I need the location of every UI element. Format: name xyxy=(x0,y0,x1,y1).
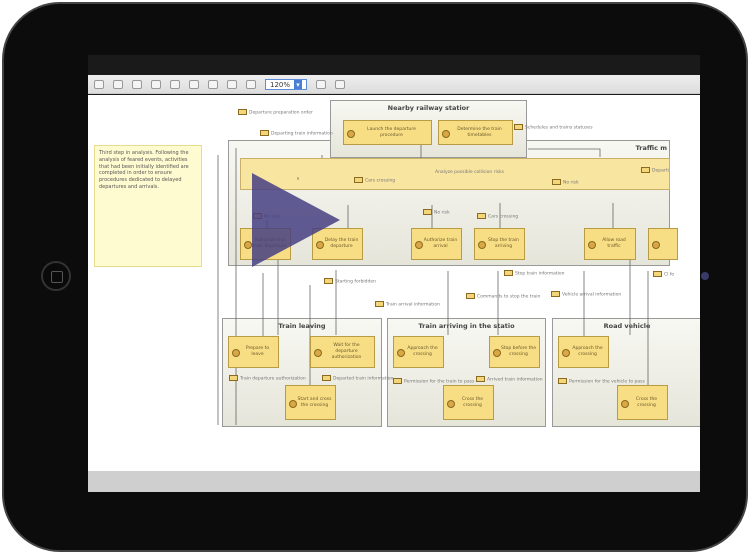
flow-label: Vehicle arrival information xyxy=(551,291,621,298)
flow-label: No risk xyxy=(552,179,579,186)
diagram-canvas[interactable]: Third step in analysis. Following the an… xyxy=(88,95,700,471)
screen: 120%▾ Third step in analysis. Following … xyxy=(88,55,700,492)
flow-label: No risk xyxy=(423,209,450,216)
arrange-icon[interactable] xyxy=(189,79,199,89)
activity-box[interactable]: Approach the crossing xyxy=(558,336,609,368)
connectors xyxy=(217,125,649,425)
activity-label: Analyze possible collision risks xyxy=(435,170,505,175)
flow-label: Stop train information xyxy=(504,270,565,277)
zoom-out-icon[interactable] xyxy=(246,79,256,89)
export-icon[interactable] xyxy=(316,79,327,89)
flow-label: Schedules and trains statuses xyxy=(514,124,593,131)
status-bar xyxy=(88,471,700,492)
flow-label: Cl fo xyxy=(653,271,674,278)
flow-label: Departed train information xyxy=(322,375,393,382)
zoom-in-icon[interactable] xyxy=(227,79,237,89)
chevron-down-icon[interactable]: ▾ xyxy=(294,79,303,89)
activity-box[interactable] xyxy=(648,228,678,260)
activity-box[interactable]: Stop the train arriving xyxy=(474,228,525,260)
group-title: Traffic m xyxy=(635,144,667,152)
activity-box[interactable]: Cross the crossing xyxy=(617,385,668,420)
flow-label: Cars crossing xyxy=(354,177,395,184)
fit-icon[interactable] xyxy=(335,79,346,89)
activity-box[interactable]: Prepare to leave xyxy=(228,336,279,368)
group-title: Road vehicle xyxy=(603,322,651,330)
activity-box[interactable]: Stop before the crossing xyxy=(489,336,540,368)
group-title: Nearby railway statior xyxy=(387,104,470,112)
flow-label: Train departure authorization xyxy=(229,375,306,382)
sticky-note[interactable]: Third step in analysis. Following the an… xyxy=(94,145,202,267)
activity-box[interactable]: Wait for the departure authorization xyxy=(310,336,375,368)
select-tool-icon[interactable] xyxy=(94,79,104,89)
activity-box[interactable]: Determine the train timetables xyxy=(438,120,513,145)
camera xyxy=(701,272,709,280)
flow-label: Permission for the train to pass xyxy=(393,378,474,385)
activity-box[interactable]: Authorize train arrival xyxy=(411,228,462,260)
link-tool-icon[interactable] xyxy=(113,79,123,89)
zoom-select[interactable]: 120%▾ xyxy=(265,78,308,90)
flow-label: Commands to stop the train xyxy=(466,293,540,300)
group-title: Train arriving in the statio xyxy=(418,322,515,330)
flow-label: Departure preparation order xyxy=(238,109,313,116)
layout-icon[interactable] xyxy=(170,79,180,89)
activity-box[interactable]: Launch the departure procedure xyxy=(343,120,432,145)
activity-box[interactable]: Cross the crossing xyxy=(443,385,494,420)
flow-label: Permission for the vehicle to pass xyxy=(558,378,645,385)
format-icon[interactable] xyxy=(208,79,218,89)
flow-label: Starting forbidden xyxy=(324,278,376,285)
zoom-value: 120% xyxy=(270,80,291,89)
home-button[interactable] xyxy=(41,261,71,291)
group-title: Train leaving xyxy=(278,322,326,330)
flow-label: Train arrival information xyxy=(375,301,440,308)
flow-label: Cars crossing xyxy=(477,213,518,220)
activity-box[interactable]: Start and cross the crossing xyxy=(285,385,336,420)
shape-tool-icon[interactable] xyxy=(132,79,142,89)
activity-box[interactable]: Approach the crossing xyxy=(393,336,444,368)
flow-label: Departing train information xyxy=(260,130,333,137)
activity-box[interactable]: Allow road traffic xyxy=(584,228,636,260)
connector-tool-icon[interactable] xyxy=(151,79,161,89)
play-icon[interactable] xyxy=(252,173,340,267)
flow-label: Departi xyxy=(641,167,669,174)
flow-label: Arrived train information xyxy=(476,376,543,383)
toolbar: 120%▾ xyxy=(88,75,700,94)
